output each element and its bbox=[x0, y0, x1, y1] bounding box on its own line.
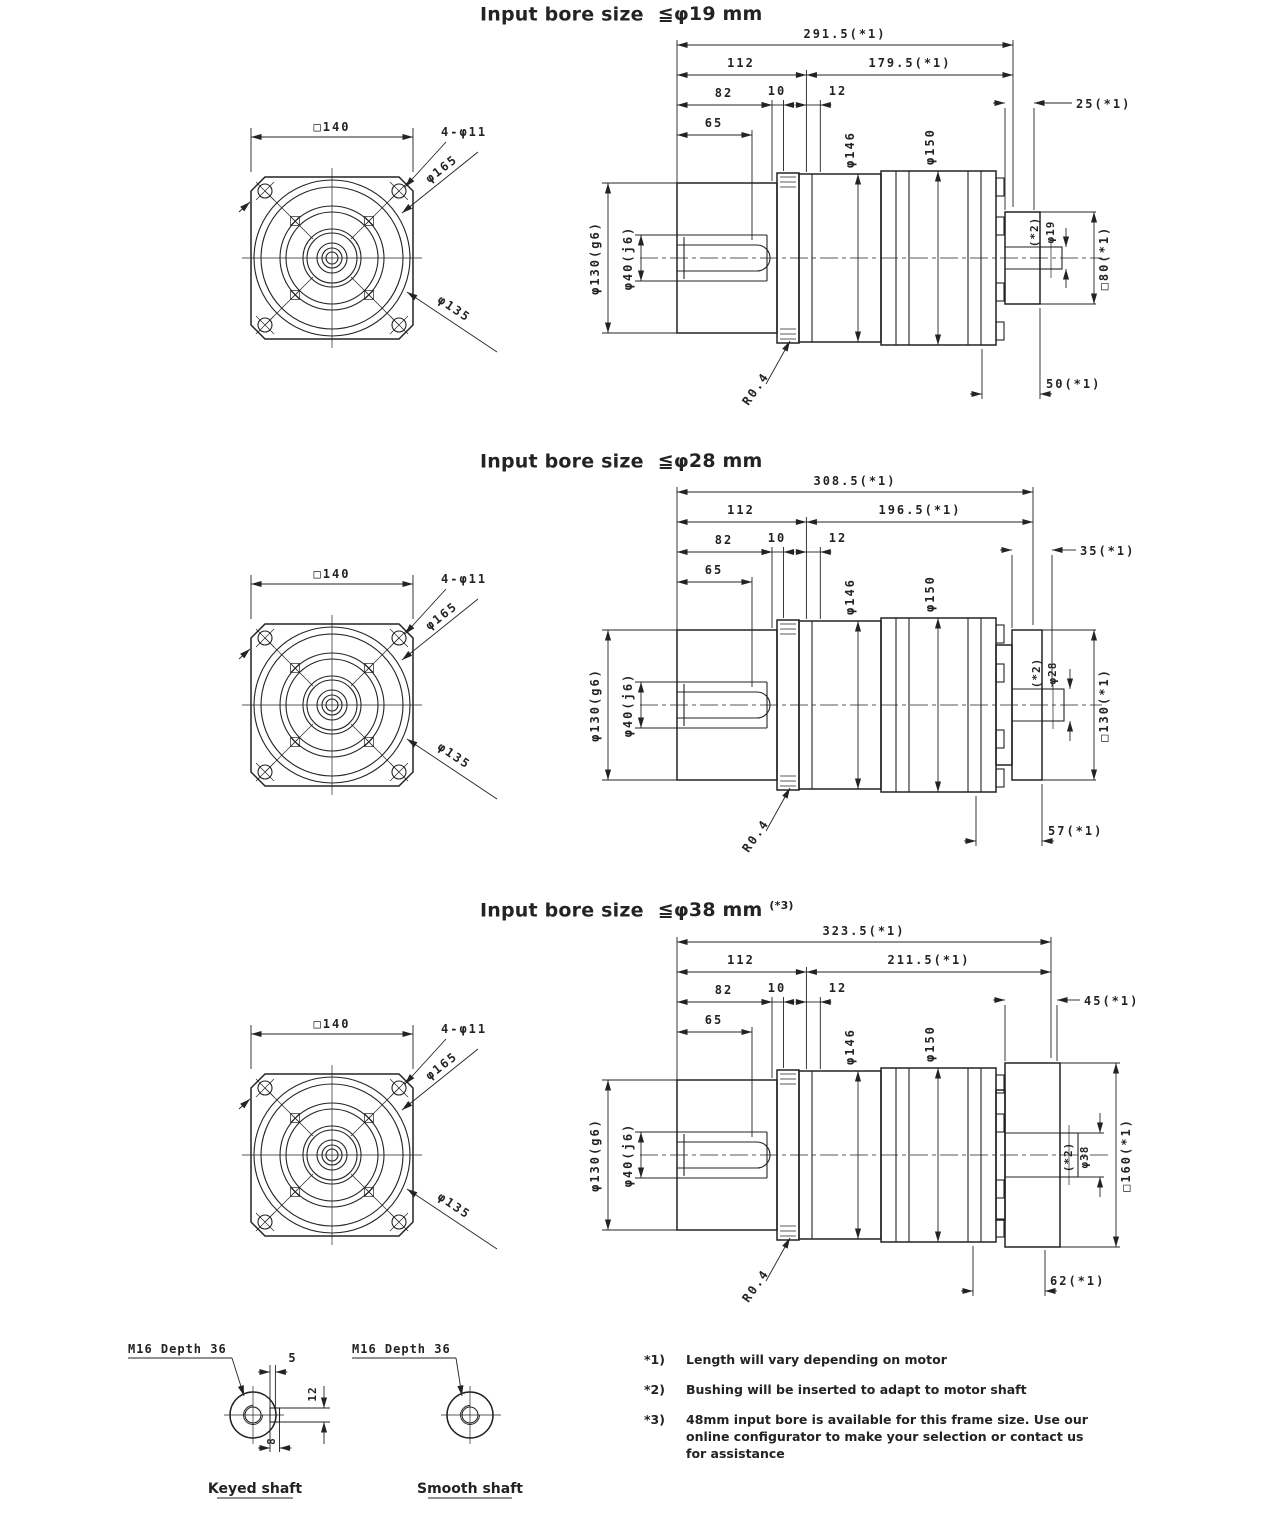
dim-gearhead-length: 112 bbox=[727, 503, 755, 517]
title-prefix: Input bore size bbox=[480, 899, 644, 922]
dim-10: 10 bbox=[768, 531, 786, 545]
title-note-ref: (*3) bbox=[769, 899, 794, 912]
dim-10: 10 bbox=[768, 84, 786, 98]
section-phi38: 323.5(*1) 112 211.5(*1) 82 10 12 65 (*2)… bbox=[239, 924, 1139, 1305]
detail-centerlines bbox=[224, 1386, 284, 1444]
dim-motor-side-length: 196.5(*1) bbox=[878, 503, 961, 517]
title-prefix: Input bore size bbox=[480, 450, 644, 473]
keyed-shaft-detail: 5 12 8 M16 Depth 36 Keyed shaft bbox=[128, 1342, 330, 1499]
footnote-ref: *1) bbox=[644, 1352, 665, 1367]
section-title-phi38: Input bore size ≦φ38 mm (*3) bbox=[480, 899, 794, 921]
dim-overall: 308.5(*1) bbox=[813, 474, 896, 488]
input-bore-dim: φ38 bbox=[1078, 1146, 1091, 1169]
dim-65: 65 bbox=[705, 116, 723, 130]
title-prefix: Input bore size bbox=[480, 3, 644, 26]
section-title-phi28: Input bore size ≦φ28 mm bbox=[480, 450, 763, 472]
input-bore-dim: φ28 bbox=[1046, 662, 1059, 685]
key-width-dim: 12 bbox=[306, 1386, 319, 1401]
footnote-1: *1) Length will vary depending on motor bbox=[644, 1352, 1114, 1369]
smooth-shaft-label: Smooth shaft bbox=[417, 1481, 523, 1497]
keyway-depth-dim: 5 bbox=[288, 1351, 297, 1365]
input-bore-note: (*2) bbox=[1028, 217, 1041, 248]
title-bore-limit: ≦φ28 mm bbox=[657, 450, 763, 473]
keyed-shaft-label: Keyed shaft bbox=[208, 1481, 302, 1497]
footnote-ref: *3) bbox=[644, 1411, 665, 1427]
dim-adapter-depth: 35(*1) bbox=[1080, 544, 1135, 558]
title-bore-limit: ≦φ19 mm bbox=[657, 3, 763, 26]
footnote-2: *2) Bushing will be inserted to adapt to… bbox=[644, 1382, 1114, 1399]
footnote-ref: *2) bbox=[644, 1381, 665, 1397]
dim-adapter-depth: 45(*1) bbox=[1084, 994, 1139, 1008]
footnote-text: Length will vary depending on motor bbox=[686, 1352, 947, 1367]
smooth-tap-callout: M16 Depth 36 bbox=[352, 1342, 451, 1356]
dim-overall: 323.5(*1) bbox=[822, 924, 905, 938]
dim-10: 10 bbox=[768, 981, 786, 995]
motor-flange-dim: □80(*1) bbox=[1097, 226, 1111, 291]
dim-motor-side-length: 179.5(*1) bbox=[868, 56, 951, 70]
detail-centerlines bbox=[441, 1386, 501, 1444]
dim-pilot-length: 62(*1) bbox=[1050, 1274, 1105, 1288]
dim-82: 82 bbox=[715, 983, 733, 997]
dim-12: 12 bbox=[829, 84, 847, 98]
motor-flange-dim: □160(*1) bbox=[1119, 1118, 1133, 1192]
keyed-tap-callout: M16 Depth 36 bbox=[128, 1342, 227, 1356]
footnote-text: Bushing will be inserted to adapt to mot… bbox=[686, 1381, 1027, 1397]
input-bore-note: (*2) bbox=[1062, 1142, 1075, 1173]
dim-12: 12 bbox=[829, 981, 847, 995]
title-bore-limit: ≦φ38 mm bbox=[657, 899, 763, 922]
footnotes: *1) Length will vary depending on motor … bbox=[644, 1352, 1114, 1475]
dim-pilot-length: 50(*1) bbox=[1046, 377, 1101, 391]
dim-gearhead-length: 112 bbox=[727, 953, 755, 967]
section-phi19: 291.5(*1) 112 179.5(*1) 82 10 12 65 (*2)… bbox=[239, 27, 1131, 408]
dim-pilot-length: 57(*1) bbox=[1048, 824, 1103, 838]
dim-65: 65 bbox=[705, 1013, 723, 1027]
input-bore-note: (*2) bbox=[1030, 658, 1043, 689]
key-height-dim: 8 bbox=[265, 1437, 278, 1445]
dim-gearhead-length: 112 bbox=[727, 56, 755, 70]
dim-82: 82 bbox=[715, 86, 733, 100]
footnote-3: *3) 48mm input bore is available for thi… bbox=[644, 1412, 1114, 1463]
section-phi28: 308.5(*1) 112 196.5(*1) 82 10 12 65 (*2)… bbox=[239, 474, 1135, 855]
dim-adapter-depth: 25(*1) bbox=[1076, 97, 1131, 111]
dim-12: 12 bbox=[829, 531, 847, 545]
dim-65: 65 bbox=[705, 563, 723, 577]
dim-82: 82 bbox=[715, 533, 733, 547]
input-bore-dim: φ19 bbox=[1044, 221, 1057, 244]
smooth-shaft-detail: M16 Depth 36 Smooth shaft bbox=[352, 1342, 523, 1499]
footnote-text: 48mm input bore is available for this fr… bbox=[686, 1411, 1088, 1461]
motor-flange-dim: □130(*1) bbox=[1097, 668, 1111, 742]
thread-arc bbox=[460, 1405, 480, 1425]
thread-arc bbox=[243, 1405, 263, 1425]
section-title-phi19: Input bore size ≦φ19 mm bbox=[480, 3, 763, 25]
dim-motor-side-length: 211.5(*1) bbox=[887, 953, 970, 967]
dim-overall: 291.5(*1) bbox=[803, 27, 886, 41]
